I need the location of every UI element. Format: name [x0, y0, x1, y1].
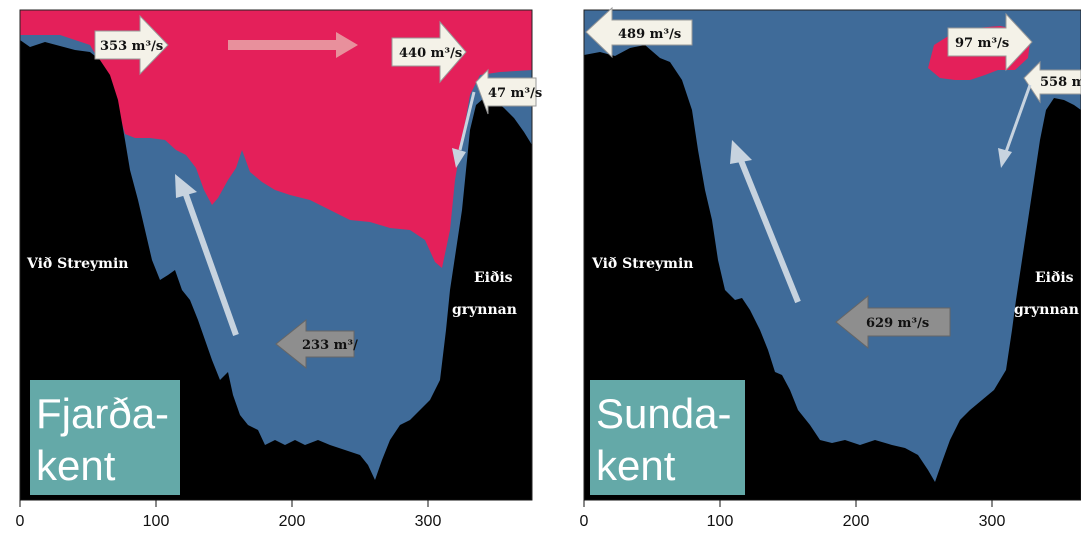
- x-axis: [583, 499, 1081, 507]
- current-arrow-up: [737, 156, 801, 304]
- flow-label: 489 m³/s: [618, 27, 681, 42]
- panel-fjardakent: 353 m³/s 440 m³/s 47 m³/s 233 m³/ Við St…: [16, 9, 542, 530]
- current-arrowhead: [730, 140, 752, 164]
- place-label-left: Við Streymin: [591, 256, 693, 272]
- title-box: [30, 380, 180, 495]
- flow-label: 558 m³/s: [1040, 75, 1081, 90]
- flow-arrow-left-top: 353 m³/s: [94, 14, 169, 76]
- flow-label: 440 m³/s: [399, 46, 462, 61]
- x-tick: 0: [16, 513, 25, 530]
- flow-label: 97 m³/s: [955, 36, 1009, 51]
- surface-flow-arrow: [228, 32, 358, 58]
- surface-water-area: [20, 10, 532, 268]
- title-line-2: kent: [36, 442, 116, 489]
- panel-sundakent: 489 m³/s 97 m³/s 558 m³/s 629 m³/s Við S…: [580, 6, 1081, 530]
- place-label-right-1: Eiðis: [474, 270, 513, 286]
- x-tick: 300: [979, 513, 1006, 530]
- x-tick: 100: [143, 513, 170, 530]
- flow-label: 629 m³/s: [866, 316, 929, 331]
- x-tick: 200: [843, 513, 870, 530]
- flow-arrow-right-top: 440 m³/s: [391, 20, 467, 84]
- current-arrow-up: [182, 190, 239, 337]
- title-box: [590, 380, 745, 495]
- place-label-right-1: Eiðis: [1035, 270, 1074, 286]
- flow-arrow-left-top: 489 m³/s: [585, 6, 693, 59]
- x-tick: 300: [415, 513, 442, 530]
- place-label-left: Við Streymin: [26, 256, 128, 272]
- x-tick: 100: [707, 513, 734, 530]
- place-label-right-2: grynnan: [1014, 302, 1079, 318]
- flow-arrow-eidi: 47 m³/s: [475, 68, 542, 115]
- title-line-1: Fjarða-: [36, 390, 169, 437]
- x-tick: 0: [580, 513, 589, 530]
- current-arrowhead: [998, 148, 1012, 168]
- flow-arrow-deep: 629 m³/s: [835, 294, 951, 350]
- current-arrowhead: [175, 174, 197, 198]
- title-line-1: Sunda-: [596, 390, 731, 437]
- flow-label: 233 m³/: [302, 338, 358, 353]
- current-arrowhead: [452, 148, 466, 168]
- x-tick: 200: [279, 513, 306, 530]
- place-label-right-2: grynnan: [452, 302, 517, 318]
- current-arrow-down: [458, 91, 476, 151]
- flow-label: 353 m³/s: [100, 39, 163, 54]
- flow-label: 47 m³/s: [488, 86, 542, 101]
- flow-arrow-deep: 233 m³/: [275, 318, 358, 370]
- title-line-2: kent: [596, 442, 676, 489]
- x-axis: [19, 499, 532, 507]
- flow-arrow-right-top: 97 m³/s: [947, 12, 1033, 72]
- flow-arrow-eidi: 558 m³/s: [1023, 60, 1081, 104]
- current-arrow-down: [1004, 84, 1032, 153]
